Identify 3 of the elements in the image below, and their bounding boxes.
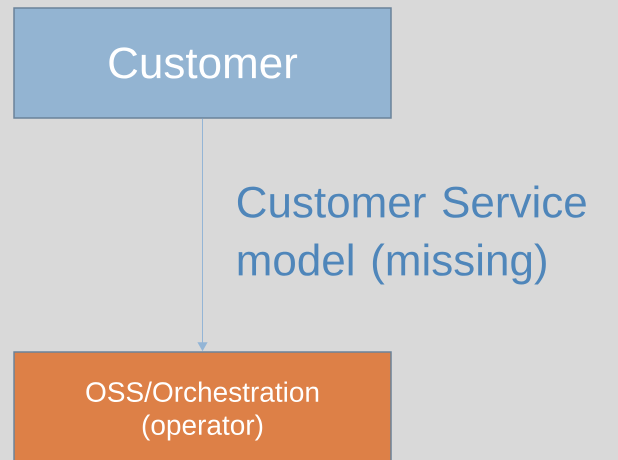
- process-box: OSS/Orchestration (operator): [13, 351, 392, 460]
- edge-label: Customer Service model (missing): [234, 184, 618, 286]
- process-box: Customer: [13, 7, 392, 119]
